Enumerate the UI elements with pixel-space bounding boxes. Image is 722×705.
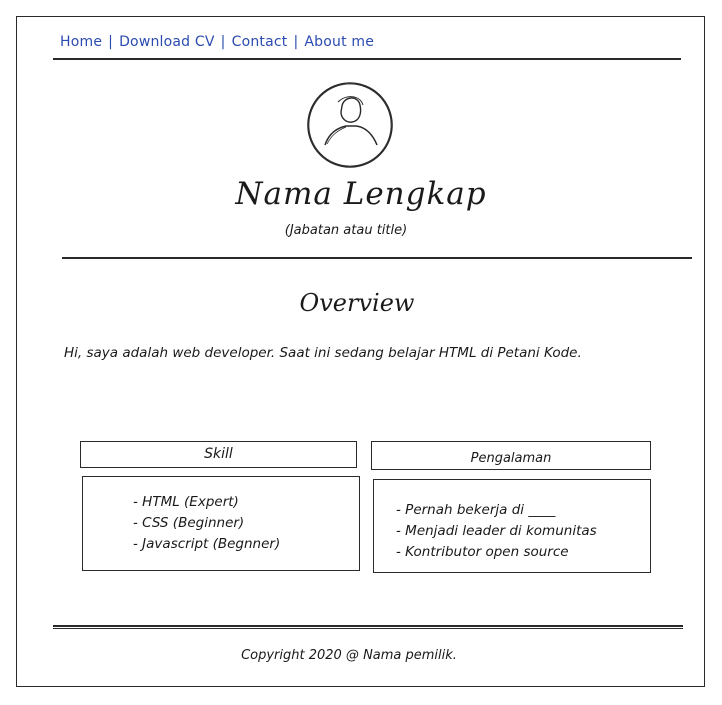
skill-item: Javascript (Begnner) (133, 534, 280, 555)
experience-item: Pernah bekerja di ____ (396, 500, 597, 521)
footer-divider (53, 625, 683, 627)
skill-header-box: Skill (80, 441, 357, 468)
overview-heading: Overview (299, 289, 415, 317)
experience-list: Pernah bekerja di ____ Menjadi leader di… (396, 500, 597, 563)
skill-item: HTML (Expert) (133, 492, 280, 513)
nav-separator: | (108, 34, 114, 50)
experience-list-box: Pernah bekerja di ____ Menjadi leader di… (373, 479, 651, 573)
top-nav: Home | Download CV | Contact | About me (60, 34, 374, 50)
footer-divider-inner (53, 628, 683, 629)
nav-link-home[interactable]: Home (60, 34, 103, 50)
profile-name: Nama Lengkap (235, 176, 487, 212)
profile-divider (62, 257, 692, 259)
experience-header-box: Pengalaman (371, 441, 651, 470)
user-avatar-icon (307, 82, 393, 168)
page-frame (16, 16, 705, 687)
nav-divider (53, 58, 681, 60)
experience-heading: Pengalaman (470, 451, 552, 466)
experience-item: Menjadi leader di komunitas (396, 521, 597, 542)
nav-separator: | (293, 34, 299, 50)
overview-text: Hi, saya adalah web developer. Saat ini … (64, 345, 582, 361)
skill-list: HTML (Expert) CSS (Beginner) Javascript … (133, 492, 280, 555)
nav-link-contact[interactable]: Contact (231, 34, 288, 50)
skill-item: CSS (Beginner) (133, 513, 280, 534)
experience-item: Kontributor open source (396, 542, 597, 563)
nav-separator: | (220, 34, 226, 50)
skill-list-box: HTML (Expert) CSS (Beginner) Javascript … (82, 476, 360, 571)
skill-heading: Skill (204, 446, 233, 462)
nav-link-download-cv[interactable]: Download CV (119, 34, 215, 50)
nav-link-about-me[interactable]: About me (304, 34, 375, 50)
footer-copyright: Copyright 2020 @ Nama pemilik. (241, 648, 457, 663)
profile-job-title: (Jabatan atau title) (284, 223, 408, 238)
